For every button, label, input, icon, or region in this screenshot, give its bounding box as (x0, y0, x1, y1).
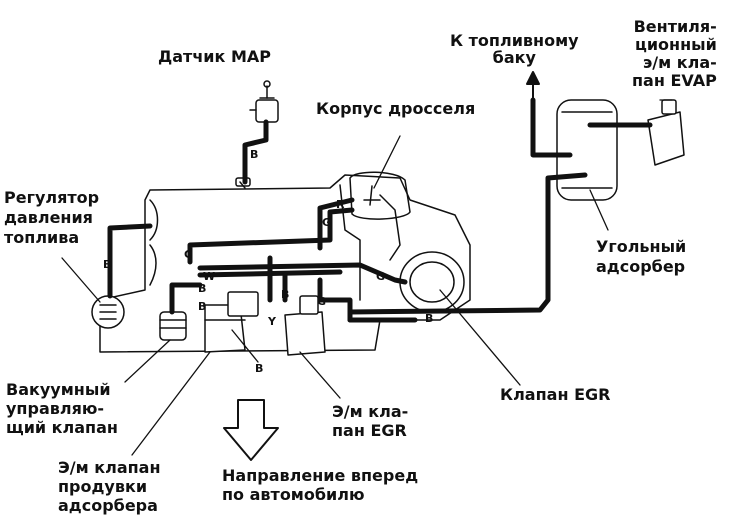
label-evap-vent-solenoid: Вентиля- ционный э/м кла- пан EVAP (632, 17, 717, 90)
hose-tag-g-upper: G (322, 216, 331, 229)
hose-tag-g-center: G (317, 295, 326, 308)
hose-tag-b-left: B (198, 282, 206, 295)
label-vacuum-control-valve: Вакуумный управляю- щий клапан (6, 380, 118, 437)
egr-valve (399, 251, 465, 313)
label-map-sensor: Датчик MAP (158, 47, 271, 66)
hose-tags: B B G R G W Y G G B B B B B (103, 148, 433, 375)
egr-solenoid (284, 295, 326, 356)
hose-tag-g-left: G (184, 248, 193, 261)
label-forward-direction: Направление вперед по автомобилю (222, 466, 419, 504)
forward-arrow-icon (223, 399, 279, 461)
hose-tag-b-mid: B (281, 288, 289, 301)
label-fuel-pressure-regulator: Регулятор давления топлива (4, 188, 100, 247)
to-tank-arrow (526, 71, 540, 101)
hose-tag-w: W (203, 270, 215, 283)
hose-tag-g-right: G (376, 270, 385, 283)
hose-tag-b-map: B (250, 148, 258, 161)
hoses (107, 97, 653, 323)
label-egr-solenoid: Э/м кла- пан EGR (332, 402, 409, 440)
label-charcoal-canister: Угольный адсорбер (596, 237, 687, 276)
label-purge-solenoid: Э/м клапан продувки адсорбера (58, 458, 161, 515)
hose-tag-b-lower-right: B (425, 312, 433, 325)
throttle-body (349, 171, 411, 220)
leader-lines (61, 99, 673, 456)
hose-tag-r: R (336, 198, 345, 211)
fuel-pressure-regulator (91, 295, 125, 329)
charcoal-canister (556, 99, 618, 201)
purge-solenoid (204, 291, 259, 353)
hose-tag-b-left-small: B (198, 300, 206, 313)
label-throttle-body: Корпус дросселя (316, 99, 476, 118)
hose-tag-y: Y (267, 315, 277, 328)
map-sensor (249, 80, 279, 123)
vacuum-control-valve (159, 311, 187, 341)
evap-vent-solenoid (647, 99, 685, 166)
label-to-fuel-tank: К топливному баку (450, 31, 579, 67)
hose-tag-b-regulator: B (103, 258, 111, 271)
label-egr-valve: Клапан EGR (500, 385, 611, 404)
hose-tag-b-bottom: B (255, 362, 263, 375)
